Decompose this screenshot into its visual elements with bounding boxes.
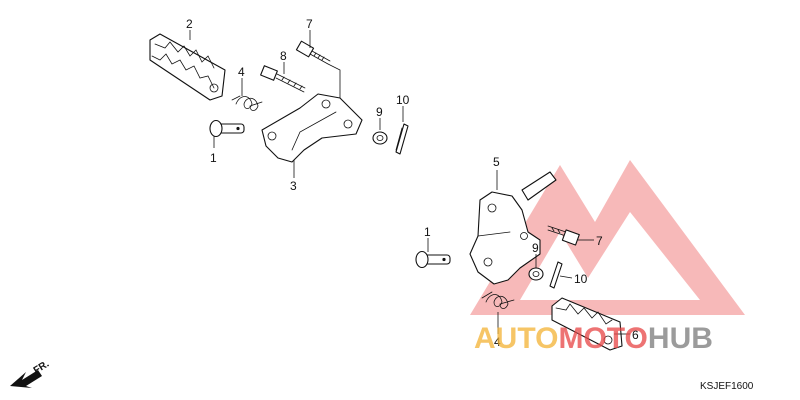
- callouts-upper: 2 4 1 3 7 8 9 10: [186, 17, 410, 193]
- spring-right: [481, 291, 515, 309]
- callout-6-lower: 6: [632, 328, 639, 342]
- watermark-word-2: MOTO: [558, 322, 647, 355]
- callout-10-upper: 10: [396, 93, 410, 107]
- callout-7-upper: 7: [306, 17, 313, 31]
- front-arrow: FR.: [10, 359, 51, 388]
- watermark-word-3: HUB: [648, 322, 713, 355]
- callout-9-lower: 9: [532, 241, 539, 255]
- footpeg-right: [551, 297, 623, 351]
- callout-4-lower: 4: [494, 335, 501, 349]
- lower-assembly: [415, 170, 630, 351]
- callouts-lower: 5 1 7 9 10 4 6: [424, 155, 639, 349]
- svg-text:AUTOMOTOHUB: AUTOMOTOHUB: [474, 322, 713, 355]
- watermark-triangle-logo: [470, 160, 745, 315]
- callout-10-lower: 10: [574, 272, 588, 286]
- cotter-pin-right: [549, 261, 563, 289]
- washer-left: [372, 131, 388, 145]
- cotter-pin-left: [395, 123, 409, 155]
- upper-assembly: [149, 30, 409, 178]
- bracket-left: [261, 93, 363, 163]
- callout-4-upper: 4: [238, 65, 245, 79]
- bolt-left-upper: [295, 40, 331, 65]
- callout-5-lower: 5: [493, 155, 500, 169]
- watermark-word-1: AUTO: [474, 322, 558, 355]
- watermark-wordmark: AUTOMOTOHUB: [474, 322, 713, 355]
- bolt-left-long: [260, 65, 306, 93]
- callout-9-upper: 9: [376, 105, 383, 119]
- callout-1-lower: 1: [424, 225, 431, 239]
- watermark-logo: [470, 160, 745, 315]
- spring-left: [231, 95, 263, 111]
- arrow-icon: [10, 370, 42, 388]
- callout-2-upper: 2: [186, 17, 193, 31]
- pin-left: [209, 119, 245, 138]
- footpeg-left: [149, 33, 226, 101]
- callout-7-lower: 7: [596, 234, 603, 248]
- callout-3-upper: 3: [290, 179, 297, 193]
- pin-right: [415, 250, 451, 269]
- callout-8-upper: 8: [280, 49, 287, 63]
- washer-right: [528, 267, 544, 281]
- callout-1-upper: 1: [210, 151, 217, 165]
- bolt-right: [547, 225, 580, 246]
- bracket-right: [469, 171, 557, 285]
- diagram-code: KSJEF1600: [700, 381, 754, 392]
